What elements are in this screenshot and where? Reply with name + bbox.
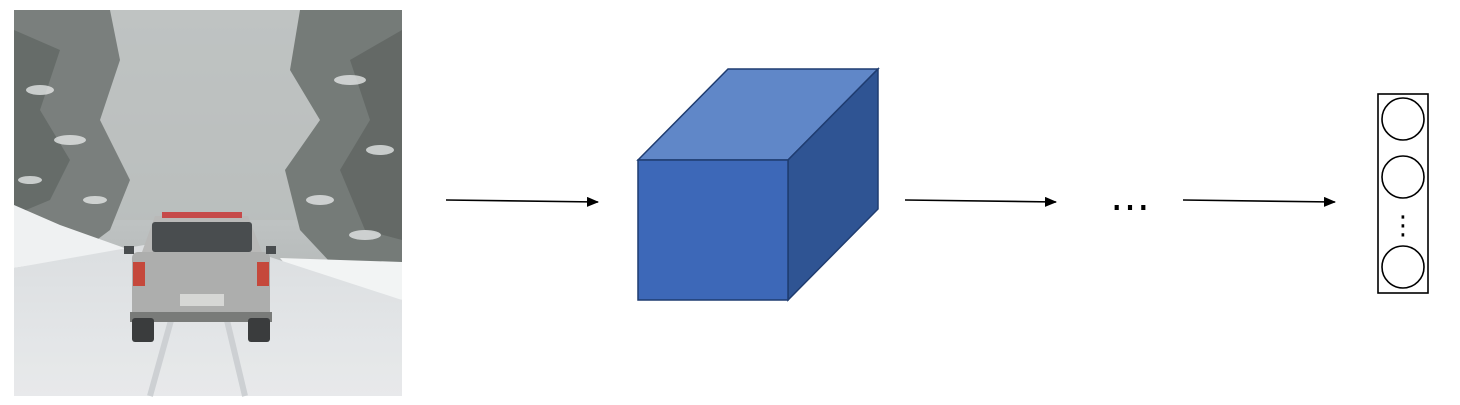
input-image	[14, 10, 402, 397]
suv-vehicle	[124, 212, 276, 342]
layers-ellipsis: …	[1110, 174, 1150, 220]
hidden-layer-block	[636, 67, 880, 302]
block-front-face	[637, 159, 789, 301]
arrow-input-to-block	[445, 196, 599, 207]
output-vector: ⋮	[1377, 93, 1429, 294]
arrow-block-to-ellipsis	[904, 196, 1057, 207]
arrow-ellipsis-to-output	[1182, 196, 1336, 207]
output-vertical-ellipsis: ⋮	[1390, 211, 1416, 241]
output-unit-last	[1381, 245, 1425, 289]
output-unit-2	[1381, 155, 1425, 199]
output-unit-1	[1381, 97, 1425, 141]
